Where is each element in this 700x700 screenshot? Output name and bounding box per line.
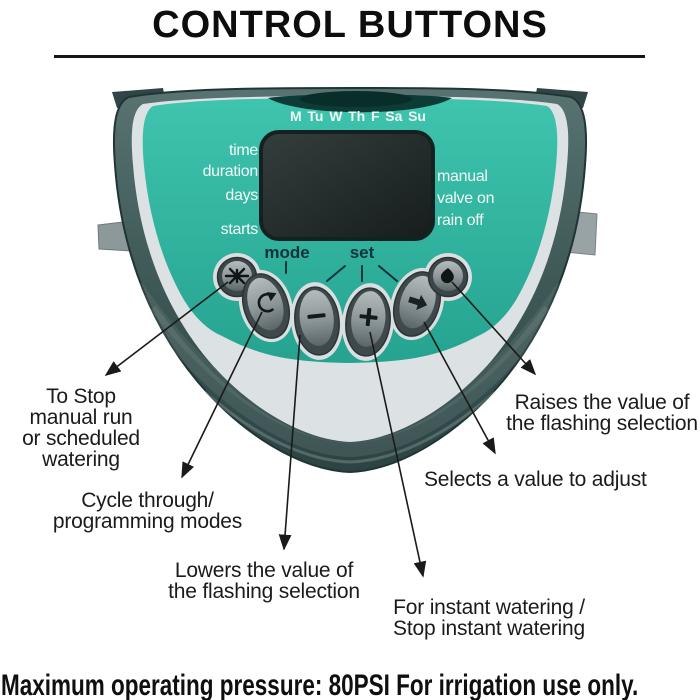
- droplet-icon: [440, 268, 454, 284]
- label-duration: duration: [202, 163, 259, 180]
- plus-button: [345, 287, 391, 357]
- annotation-line: To Stop: [46, 385, 116, 408]
- annotation-line: Selects a value to adjust: [424, 468, 647, 491]
- title-underline: [54, 55, 645, 58]
- annotation-line: Raises the value of: [514, 391, 690, 414]
- annotation-line: the flashing selection: [168, 580, 360, 603]
- mode-button: [241, 273, 291, 339]
- lcd-screen: [259, 130, 435, 241]
- label-set: set: [349, 243, 375, 262]
- label-time: time: [228, 142, 258, 159]
- day-labels: M Tu W Th F Sa Su: [290, 108, 426, 124]
- day-label-tu: Tu: [307, 108, 324, 124]
- group-label-ticks: [285, 261, 398, 282]
- day-label-w: W: [329, 108, 343, 124]
- page-title: CONTROL BUTTONS: [152, 4, 548, 46]
- footer-spec-text: Maximum operating pressure: 80PSI For ir…: [1, 669, 639, 700]
- annotation-arrows: [104, 281, 537, 578]
- annotation-line: watering: [42, 448, 120, 471]
- label-days: days: [225, 187, 258, 204]
- day-label-su: Su: [408, 108, 426, 124]
- day-label-th: Th: [348, 108, 366, 124]
- label-mode: mode: [264, 243, 310, 262]
- label-starts: starts: [220, 221, 259, 238]
- annotation-line: Lowers the value of: [174, 559, 354, 582]
- label-manual: manual: [437, 168, 488, 185]
- annotation-stop-watering: To Stop manual run or scheduled watering: [0, 386, 162, 470]
- annotation-line: manual run: [29, 406, 133, 429]
- annotation-instant-watering: For instant watering / Stop instant wate…: [368, 597, 610, 639]
- annotation-line: Stop instant watering: [393, 617, 585, 640]
- annotation-selects-value: Selects a value to adjust: [424, 469, 700, 490]
- day-label-sa: Sa: [385, 108, 403, 124]
- annotation-cycle-modes: Cycle through/ programming modes: [25, 490, 270, 532]
- arrow-right-icon: [408, 294, 428, 311]
- plus-icon: [359, 307, 378, 327]
- label-rain-off: rain off: [437, 212, 484, 229]
- sun-burst-icon: [224, 267, 250, 285]
- cycle-arrow-icon: [257, 292, 277, 313]
- annotation-line: the flashing selection: [506, 412, 698, 435]
- annotation-line: programming modes: [52, 510, 243, 533]
- day-label-m: M: [290, 108, 302, 124]
- annotation-line: or scheduled: [22, 427, 140, 450]
- annotation-line: Cycle through/: [81, 489, 214, 512]
- annotation-lowers-value: Lowers the value of the flashing selecti…: [143, 560, 385, 602]
- label-valve-on: valve on: [437, 190, 495, 207]
- annotation-raises-value: Raises the value of the flashing selecti…: [494, 392, 700, 434]
- manual-button: [427, 256, 469, 298]
- minus-icon: [307, 313, 326, 319]
- annotation-line: For instant watering /: [393, 596, 585, 619]
- next-button: [392, 271, 442, 337]
- minus-button: [294, 286, 340, 356]
- day-label-f: F: [370, 108, 380, 124]
